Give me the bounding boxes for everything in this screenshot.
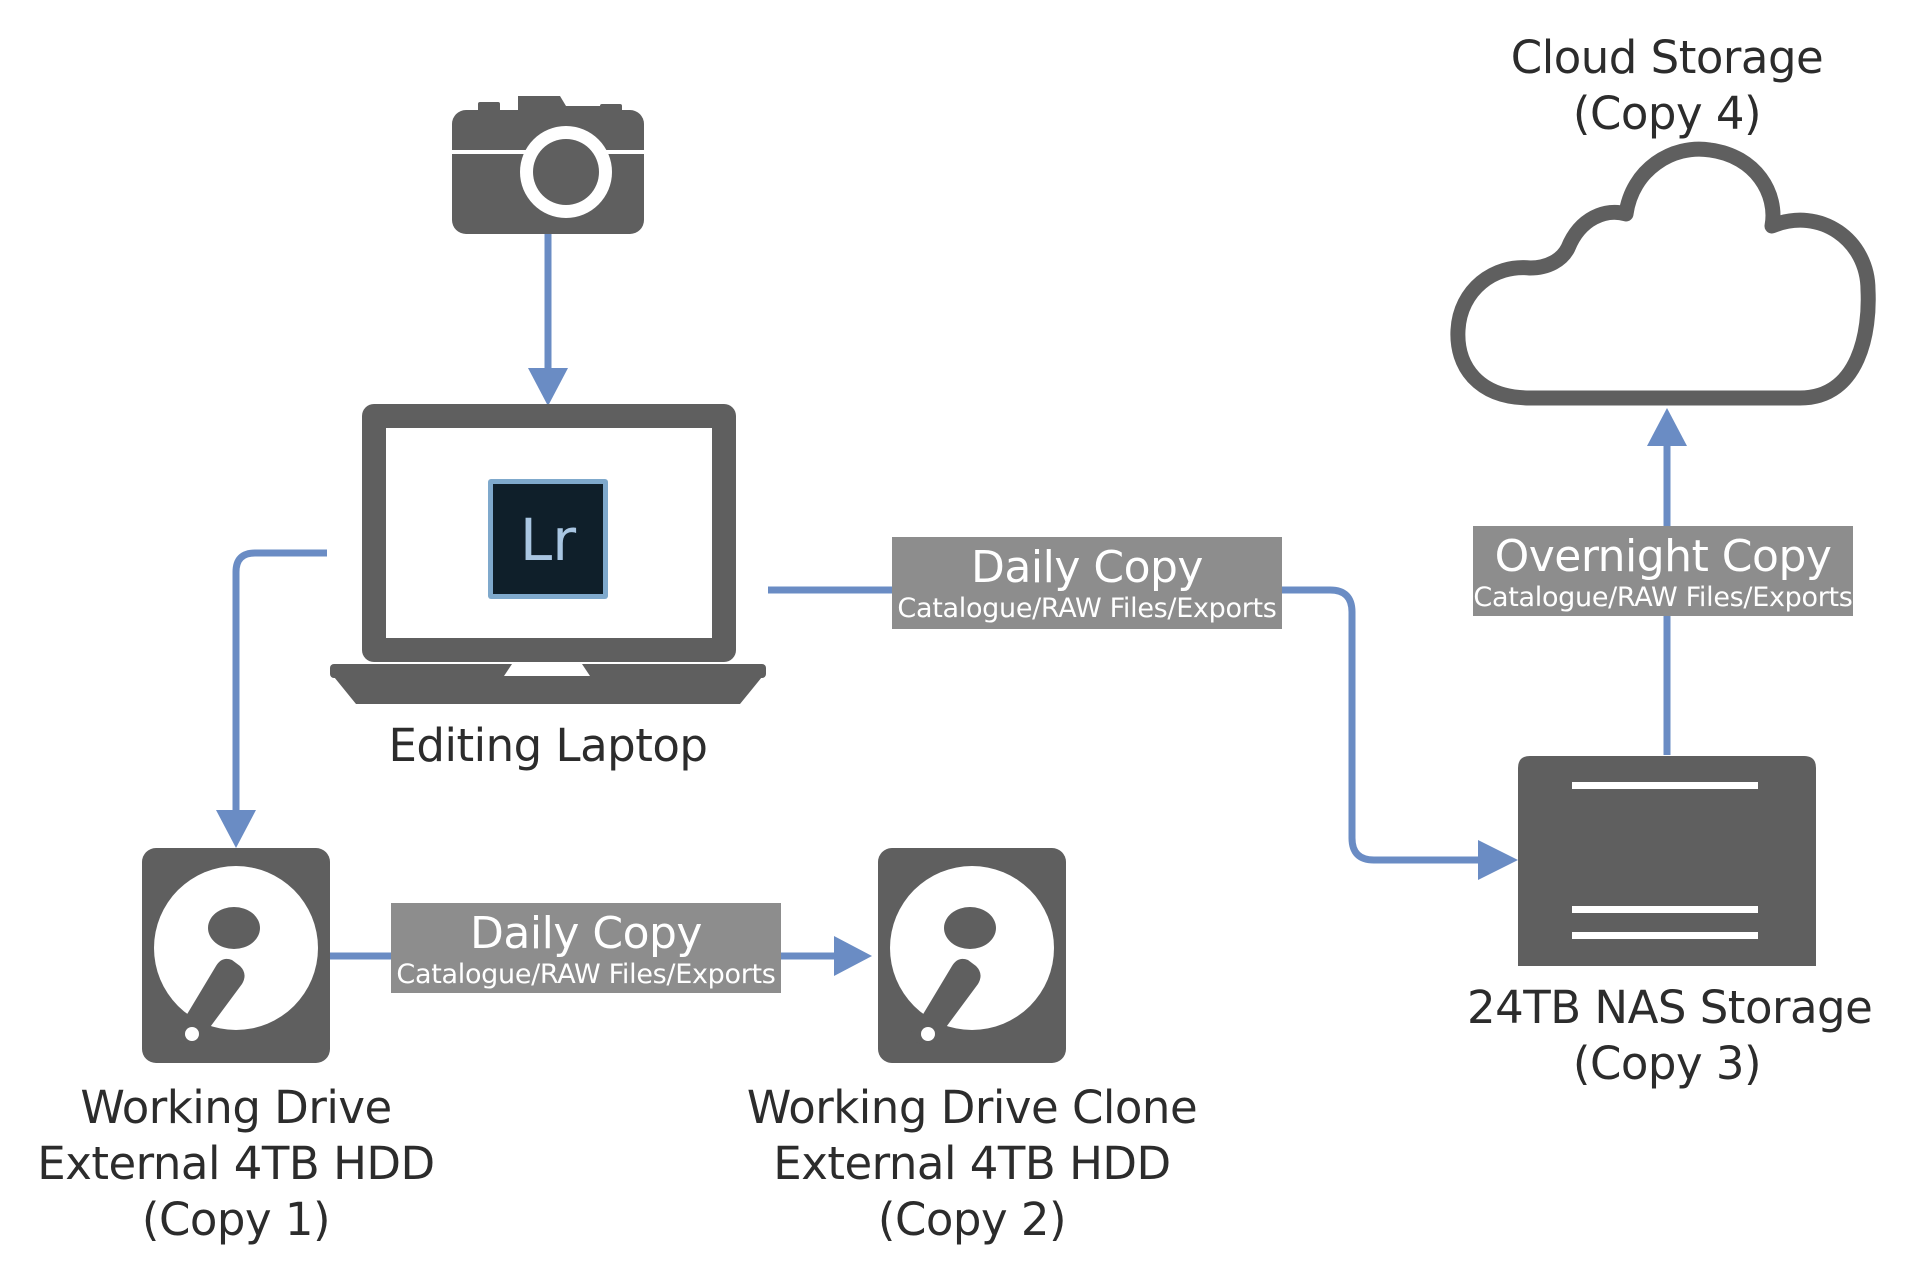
hard-drive-icon (878, 848, 1066, 1063)
arrow-laptop-to-nas (768, 586, 1485, 864)
nas-storage-label: 24TB NAS Storage (Copy 3) (1467, 980, 1873, 1092)
arrowhead-laptop (528, 368, 568, 406)
nas-storage-icon (1518, 756, 1816, 966)
nas-storage-copy: (Copy 3) (1572, 1037, 1762, 1090)
laptop-to-nas-subtitle: Catalogue/RAW Files/Exports (897, 593, 1277, 624)
laptop-to-nas-copy-box: Daily Copy Catalogue/RAW Files/Exports (892, 537, 1282, 629)
clone-drive-title: Working Drive Clone (746, 1081, 1198, 1134)
nas-storage-title: 24TB NAS Storage (1467, 981, 1873, 1034)
cloud-icon (1450, 141, 1876, 406)
drive-to-clone-subtitle: Catalogue/RAW Files/Exports (396, 959, 776, 990)
editing-laptop-title: Editing Laptop (388, 719, 709, 772)
arrowhead-cloud (1647, 408, 1687, 446)
arrowhead-clone (834, 936, 872, 976)
clone-drive-type: External 4TB HDD (773, 1137, 1171, 1190)
camera-icon (452, 96, 644, 234)
arrowheads (216, 368, 1687, 976)
working-drive-label: Working Drive External 4TB HDD (Copy 1) (36, 1080, 436, 1248)
cloud-storage-title: Cloud Storage (1510, 31, 1824, 84)
editing-laptop-label: Editing Laptop (348, 718, 748, 774)
laptop-to-nas-title: Daily Copy (971, 542, 1203, 593)
nas-to-cloud-copy-box: Overnight Copy Catalogue/RAW Files/Expor… (1473, 526, 1853, 616)
arrowhead-nas (1478, 840, 1518, 880)
hard-drive-icon (142, 848, 330, 1063)
arrowhead-working-drive (216, 810, 256, 848)
nas-to-cloud-subtitle: Catalogue/RAW Files/Exports (1473, 582, 1853, 613)
cloud-storage-label: Cloud Storage (Copy 4) (1467, 30, 1867, 142)
working-drive-title: Working Drive (80, 1081, 392, 1134)
cloud-storage-copy: (Copy 4) (1572, 87, 1762, 140)
nas-to-cloud-title: Overnight Copy (1494, 531, 1832, 582)
working-drive-type: External 4TB HDD (37, 1137, 435, 1190)
lightroom-icon: Lr (488, 479, 608, 599)
drive-to-clone-copy-box: Daily Copy Catalogue/RAW Files/Exports (391, 903, 781, 993)
arrow-laptop-to-working-drive (232, 549, 327, 815)
working-drive-copy: (Copy 1) (141, 1193, 331, 1246)
drive-to-clone-title: Daily Copy (470, 908, 702, 959)
lightroom-logo-text: Lr (520, 506, 576, 574)
clone-drive-copy: (Copy 2) (877, 1193, 1067, 1246)
clone-drive-label: Working Drive Clone External 4TB HDD (Co… (742, 1080, 1202, 1248)
